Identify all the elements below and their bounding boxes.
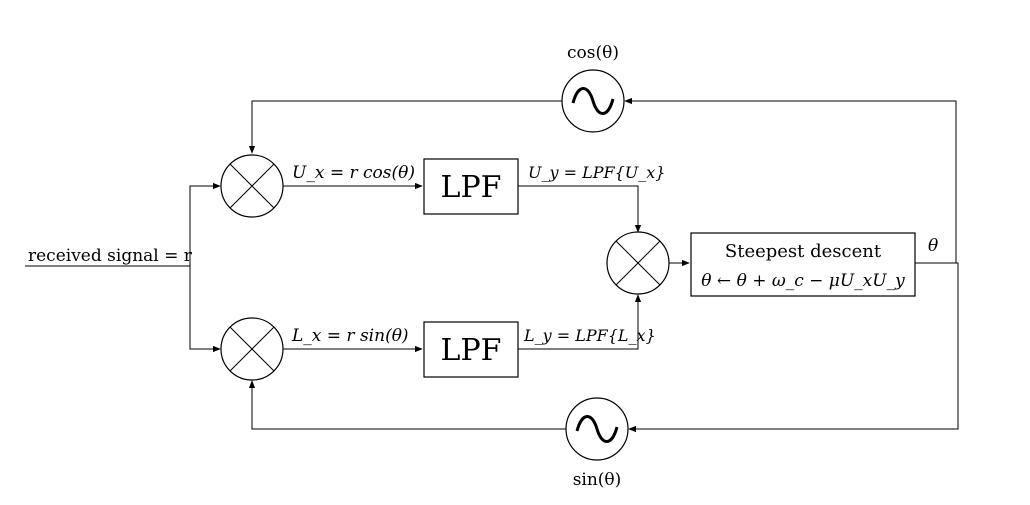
cos-to-upper-mixer-wire <box>248 100 562 154</box>
upper-mixer <box>220 154 284 218</box>
steepest-descent-title: Steepest descent <box>725 241 882 262</box>
steepest-descent-update-rule: θ ← θ + ω_c − μU_xU_y <box>701 271 905 291</box>
cos-oscillator-label: cos(θ) <box>567 43 619 63</box>
steepest-descent-block <box>690 232 916 297</box>
sin-oscillator-label: sin(θ) <box>573 470 622 490</box>
input-to-lower-mixer-wire <box>189 266 221 353</box>
upper-lpf-label: LPF <box>441 170 502 205</box>
sine-wave-icon <box>571 87 615 115</box>
upper-lpf-to-mixer-wire <box>518 185 642 233</box>
lower-lpf-block <box>423 321 519 378</box>
sine-wave-icon <box>575 415 619 443</box>
lower-mixer-output-label: L_x = r sin(θ) <box>291 326 409 346</box>
lower-lpf-to-mixer-wire <box>518 294 642 350</box>
theta-output-label: θ <box>928 236 938 256</box>
theta-feedback-bottom-wire <box>628 262 959 433</box>
input-label: received signal = r <box>28 246 193 266</box>
cos-oscillator <box>561 69 625 133</box>
lower-lpf-output-label: L_y = LPF{L_x} <box>523 326 656 345</box>
sin-to-lower-mixer-wire <box>248 380 566 430</box>
input-to-upper-mixer-wire <box>189 182 221 266</box>
center-mixer <box>606 231 670 295</box>
sin-oscillator <box>565 397 629 461</box>
upper-lpf-block <box>423 158 519 215</box>
lower-mixer <box>220 317 284 381</box>
upper-mixer-output-label: U_x = r cos(θ) <box>292 163 415 183</box>
lower-lpf-label: LPF <box>441 333 502 368</box>
upper-lpf-output-label: U_y = LPF{U_x} <box>528 163 665 182</box>
